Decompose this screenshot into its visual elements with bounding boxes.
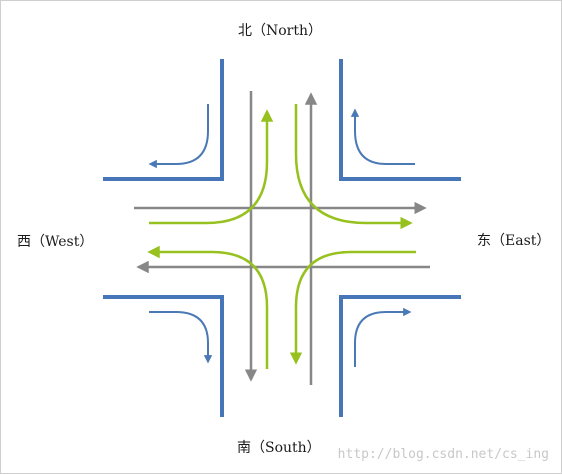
road-curbs — [103, 59, 461, 417]
left-turn-arrow-north-to-west — [289, 250, 416, 365]
right-turn-arrows — [148, 104, 415, 367]
direction-label-north: 北（North） — [238, 23, 323, 39]
left-turn-arrow-east-to-south — [294, 104, 413, 230]
direction-label-east: 东（East） — [477, 233, 551, 249]
curb-southwest — [103, 295, 224, 417]
watermark-text: http://blog.csdn.net/cs_ing — [337, 447, 549, 462]
left-turn-arrow-west-to-north — [147, 245, 269, 369]
direction-label-south: 南（South） — [237, 440, 321, 456]
direction-label-west: 西（West） — [17, 234, 94, 250]
curb-northeast — [339, 59, 461, 181]
curb-northwest — [103, 59, 224, 181]
left-turn-arrow-south-to-east — [149, 109, 274, 225]
straight-arrows — [134, 91, 430, 385]
left-turn-arrows — [147, 104, 416, 369]
right-turn-arrow-south-to-west — [148, 104, 209, 169]
right-turn-arrow-east-to-north — [350, 108, 415, 165]
curb-southeast — [339, 295, 461, 417]
right-turn-arrow-west-to-south — [149, 311, 213, 364]
right-turn-arrow-north-to-east — [354, 307, 412, 367]
